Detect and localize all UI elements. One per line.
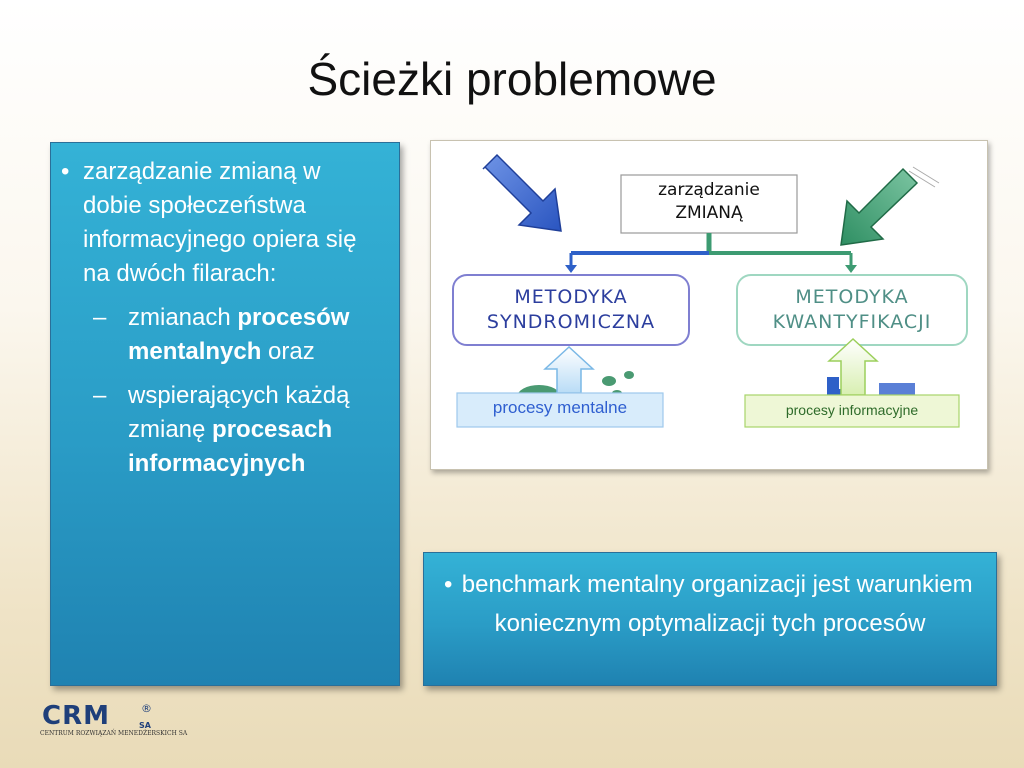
slide-title: Ścieżki problemowe — [307, 53, 717, 105]
syndromic-line2: SYNDROMICZNA — [486, 311, 656, 333]
bottom-text-panel: • benchmark mentalny organizacji jest wa… — [423, 552, 997, 686]
info-processes-label: procesy informacyjne — [785, 402, 919, 418]
top-box-line2: ZMIANĄ — [675, 203, 743, 223]
main-bullet-text: zarządzanie zmianą w dobie społeczeństwa… — [83, 158, 357, 287]
sub-bullet-2-text: wspierających każdą zmianę procesach inf… — [128, 379, 381, 481]
sub-bullet-2: – wspierających każdą zmianę procesach i… — [61, 379, 381, 481]
bottom-bullet-text: benchmark mentalny organizacji jest waru… — [461, 571, 973, 637]
svg-text:SA: SA — [139, 721, 152, 730]
top-box-frame — [620, 174, 798, 234]
sub-bullet-1: – zmianach procesów mentalnych oraz — [61, 301, 381, 369]
quantification-box-text: METODYKA KWANTYFIKACJI — [737, 285, 967, 335]
bullet-dot: • — [61, 158, 70, 185]
syndromic-box-text: METODYKA SYNDROMICZNA — [453, 285, 689, 335]
quantification-line1: METODYKA — [795, 286, 909, 308]
mental-processes-label: procesy mentalne — [492, 398, 628, 417]
sub-bullet-1-text: zmianach procesów mentalnych oraz — [128, 301, 381, 369]
dash-marker: – — [93, 382, 107, 409]
up-arrow-blue-icon — [543, 345, 595, 394]
bottom-bullet-dot: • — [444, 571, 453, 598]
mental-label-frame — [456, 392, 664, 428]
top-box-line1: zarządzanie — [658, 180, 760, 200]
syndromic-box-frame — [452, 274, 690, 346]
top-box-text: zarządzanie ZMIANĄ — [621, 179, 797, 225]
blue-diagonal-arrow-icon — [482, 153, 562, 232]
dash-marker: – — [93, 304, 107, 331]
methodology-diagram: zarządzanie ZMIANĄ METODYKA SYNDROMICZNA… — [430, 140, 988, 470]
quantification-line2: KWANTYFIKACJI — [772, 311, 932, 333]
sub-bullet-1-prefix: zmianach — [128, 304, 238, 331]
crm-logo-mark: CRM ® SA — [42, 701, 152, 731]
main-bullet: • zarządzanie zmianą w dobie społeczeńst… — [61, 155, 381, 291]
logo-caption: CENTRUM ROZWIĄZAŃ MENEDŻERSKICH SA — [40, 730, 188, 737]
diagram-graphics — [452, 153, 968, 428]
connector-lines — [565, 233, 857, 273]
sub-bullet-1-suffix: oraz — [261, 338, 315, 365]
info-label-frame — [744, 394, 960, 428]
sub-bullet-1-bold: procesów mentalnych — [128, 304, 350, 365]
sub-bullet-2-prefix: wspierających każdą zmianę — [128, 382, 350, 443]
left-text-panel: • zarządzanie zmianą w dobie społeczeńst… — [50, 142, 400, 686]
svg-text:CRM: CRM — [42, 701, 110, 731]
company-logo: CRM ® SA CENTRUM ROZWIĄZAŃ MENEDŻERSKICH… — [40, 700, 187, 747]
green-diagonal-arrow-icon — [840, 166, 940, 246]
sub-bullet-2-bold: procesach informacyjnych — [128, 416, 333, 477]
syndromic-line1: METODYKA — [514, 286, 628, 308]
svg-text:®: ® — [141, 702, 152, 715]
